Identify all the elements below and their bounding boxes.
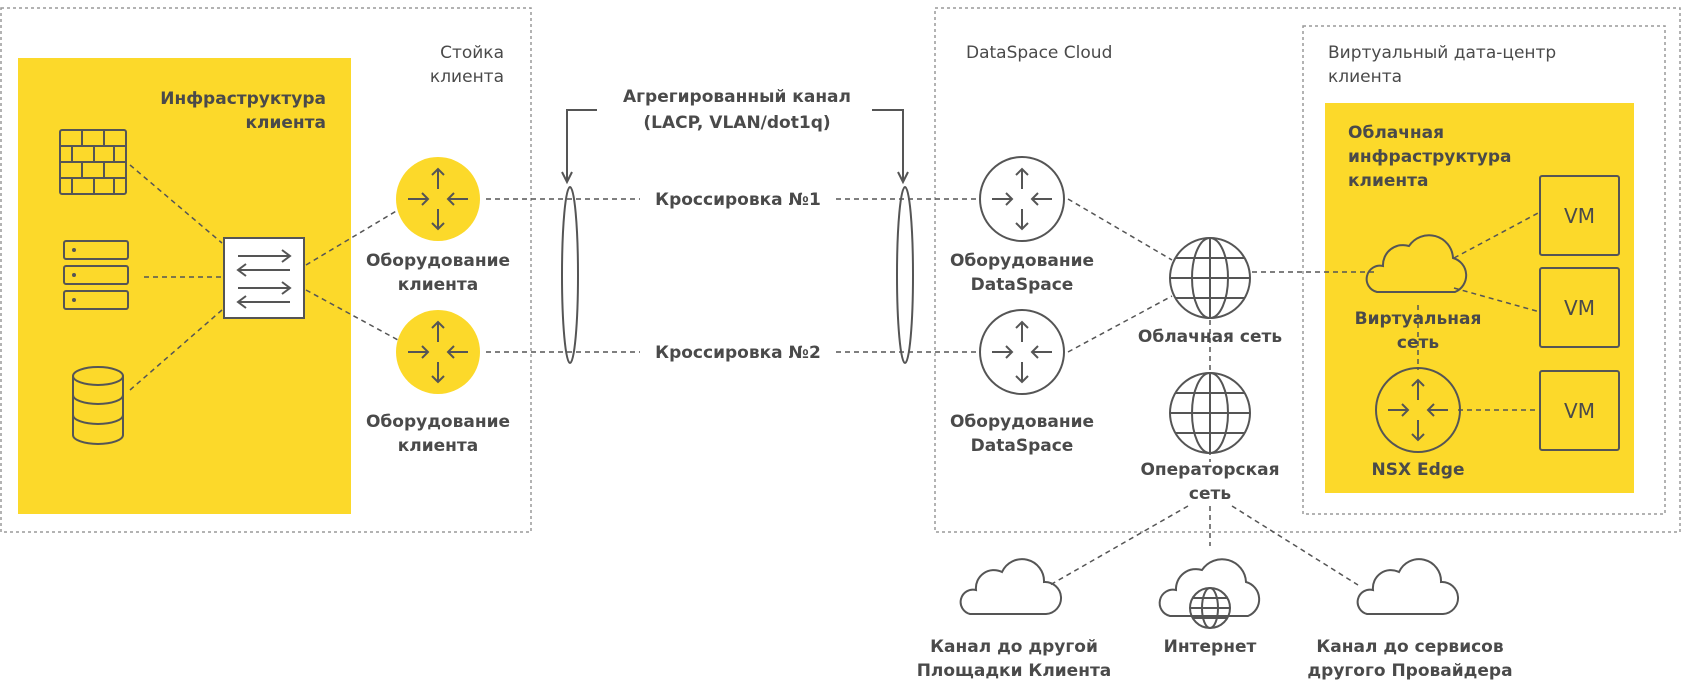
operator-network-label-2: сеть [1189,484,1231,504]
aggregated-channel-label-2: (LACP, VLAN/dot1q) [643,113,830,133]
cloud-infrastructure-area [1325,103,1634,493]
virtual-dc-zone [1302,25,1666,515]
client-rack-label-1: Стойка [440,43,504,63]
other-provider-cloud-icon [1356,558,1460,615]
virtual-network-label-2: сеть [1397,333,1439,353]
firewall-icon [59,129,127,195]
virtual-dc-label-1: Виртуальный дата-центр [1328,43,1556,63]
dataspace-equipment-1-label-1: Оборудование [950,251,1094,271]
switch-icon [223,237,305,319]
cloud-network-label: Облачная сеть [1138,327,1282,347]
dataspace-router-2-icon [979,309,1065,395]
virtual-dc-label-2: клиента [1328,67,1402,87]
operator-network-globe-icon [1169,372,1251,454]
client-router-2-icon [396,310,480,394]
aggregated-channel-label-1: Агрегированный канал [623,87,851,107]
server-icon [63,240,129,310]
client-rack-label-2: клиента [430,67,504,87]
other-site-label-2: Площадки Клиента [917,661,1112,681]
dataspace-cloud-label: DataSpace Cloud [966,43,1112,63]
svg-text:VM: VM [1564,296,1595,320]
client-infrastructure-label-2: клиента [245,113,326,133]
vm-3-icon: VM [1539,370,1620,451]
other-site-cloud-icon [959,558,1063,615]
svg-text:VM: VM [1564,204,1595,228]
dataspace-equipment-1-label-2: DataSpace [971,275,1074,295]
cloud-infrastructure-label-2: инфраструктура [1348,147,1511,167]
aggregated-channel-bracket [561,109,914,364]
dataspace-cloud-zone [934,7,1681,533]
internet-cloud-globe-icon [1158,558,1261,629]
dataspace-equipment-2-label-1: Оборудование [950,412,1094,432]
client-infrastructure-label-1: Инфраструктура [160,89,326,109]
client-equipment-1-label-2: клиента [398,275,479,295]
other-provider-label-1: Канал до сервисов [1316,637,1503,657]
client-equipment-2-label-2: клиента [398,436,479,456]
vm-1-icon: VM [1539,175,1620,256]
client-router-1-icon [396,157,480,241]
other-site-label-1: Канал до другой [930,637,1098,657]
cloud-network-globe-icon [1169,237,1251,319]
cloud-infrastructure-label-3: клиента [1348,171,1429,191]
other-provider-label-2: другого Провайдера [1307,661,1512,681]
internet-label: Интернет [1164,637,1257,657]
virtual-network-cloud-icon [1365,234,1468,293]
nsx-edge-label: NSX Edge [1372,460,1465,480]
svg-text:VM: VM [1564,399,1595,423]
virtual-network-label-1: Виртуальная [1355,309,1482,329]
client-rack-zone [0,7,532,533]
operator-network-label-1: Операторская [1140,460,1279,480]
client-equipment-2-label-1: Оборудование [366,412,510,432]
cross-connect-2-label: Кроссировка №2 [655,343,821,363]
vm-2-icon: VM [1539,267,1620,348]
client-equipment-1-label-1: Оборудование [366,251,510,271]
cross-connect-1-label: Кроссировка №1 [655,190,821,210]
nsx-edge-router-icon [1375,367,1461,453]
dataspace-router-1-icon [979,156,1065,242]
cloud-infrastructure-label-1: Облачная [1348,123,1444,143]
database-icon [72,366,124,445]
dataspace-equipment-2-label-2: DataSpace [971,436,1074,456]
